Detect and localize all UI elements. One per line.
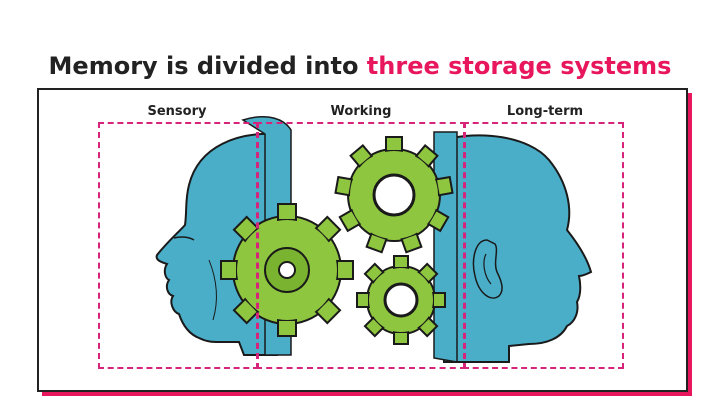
section-label-sensory: Sensory (147, 104, 207, 119)
long-term-region-box (463, 122, 624, 369)
small-gear-icon (356, 255, 446, 345)
large-gear-icon (220, 203, 354, 337)
section-label-working: Working (330, 104, 392, 119)
title-highlight: three storage systems (366, 52, 672, 80)
title-lead: Memory is divided into (48, 52, 367, 80)
diagram-frame (37, 88, 688, 392)
sensory-region-box (98, 122, 259, 369)
section-label-long-term: Long-term (506, 104, 584, 119)
memory-illustration (155, 116, 593, 363)
working-region-box (256, 122, 466, 369)
gears-icon (220, 136, 454, 345)
top-gear-icon (334, 136, 454, 254)
slide-title: Memory is divided into three storage sys… (0, 52, 720, 80)
